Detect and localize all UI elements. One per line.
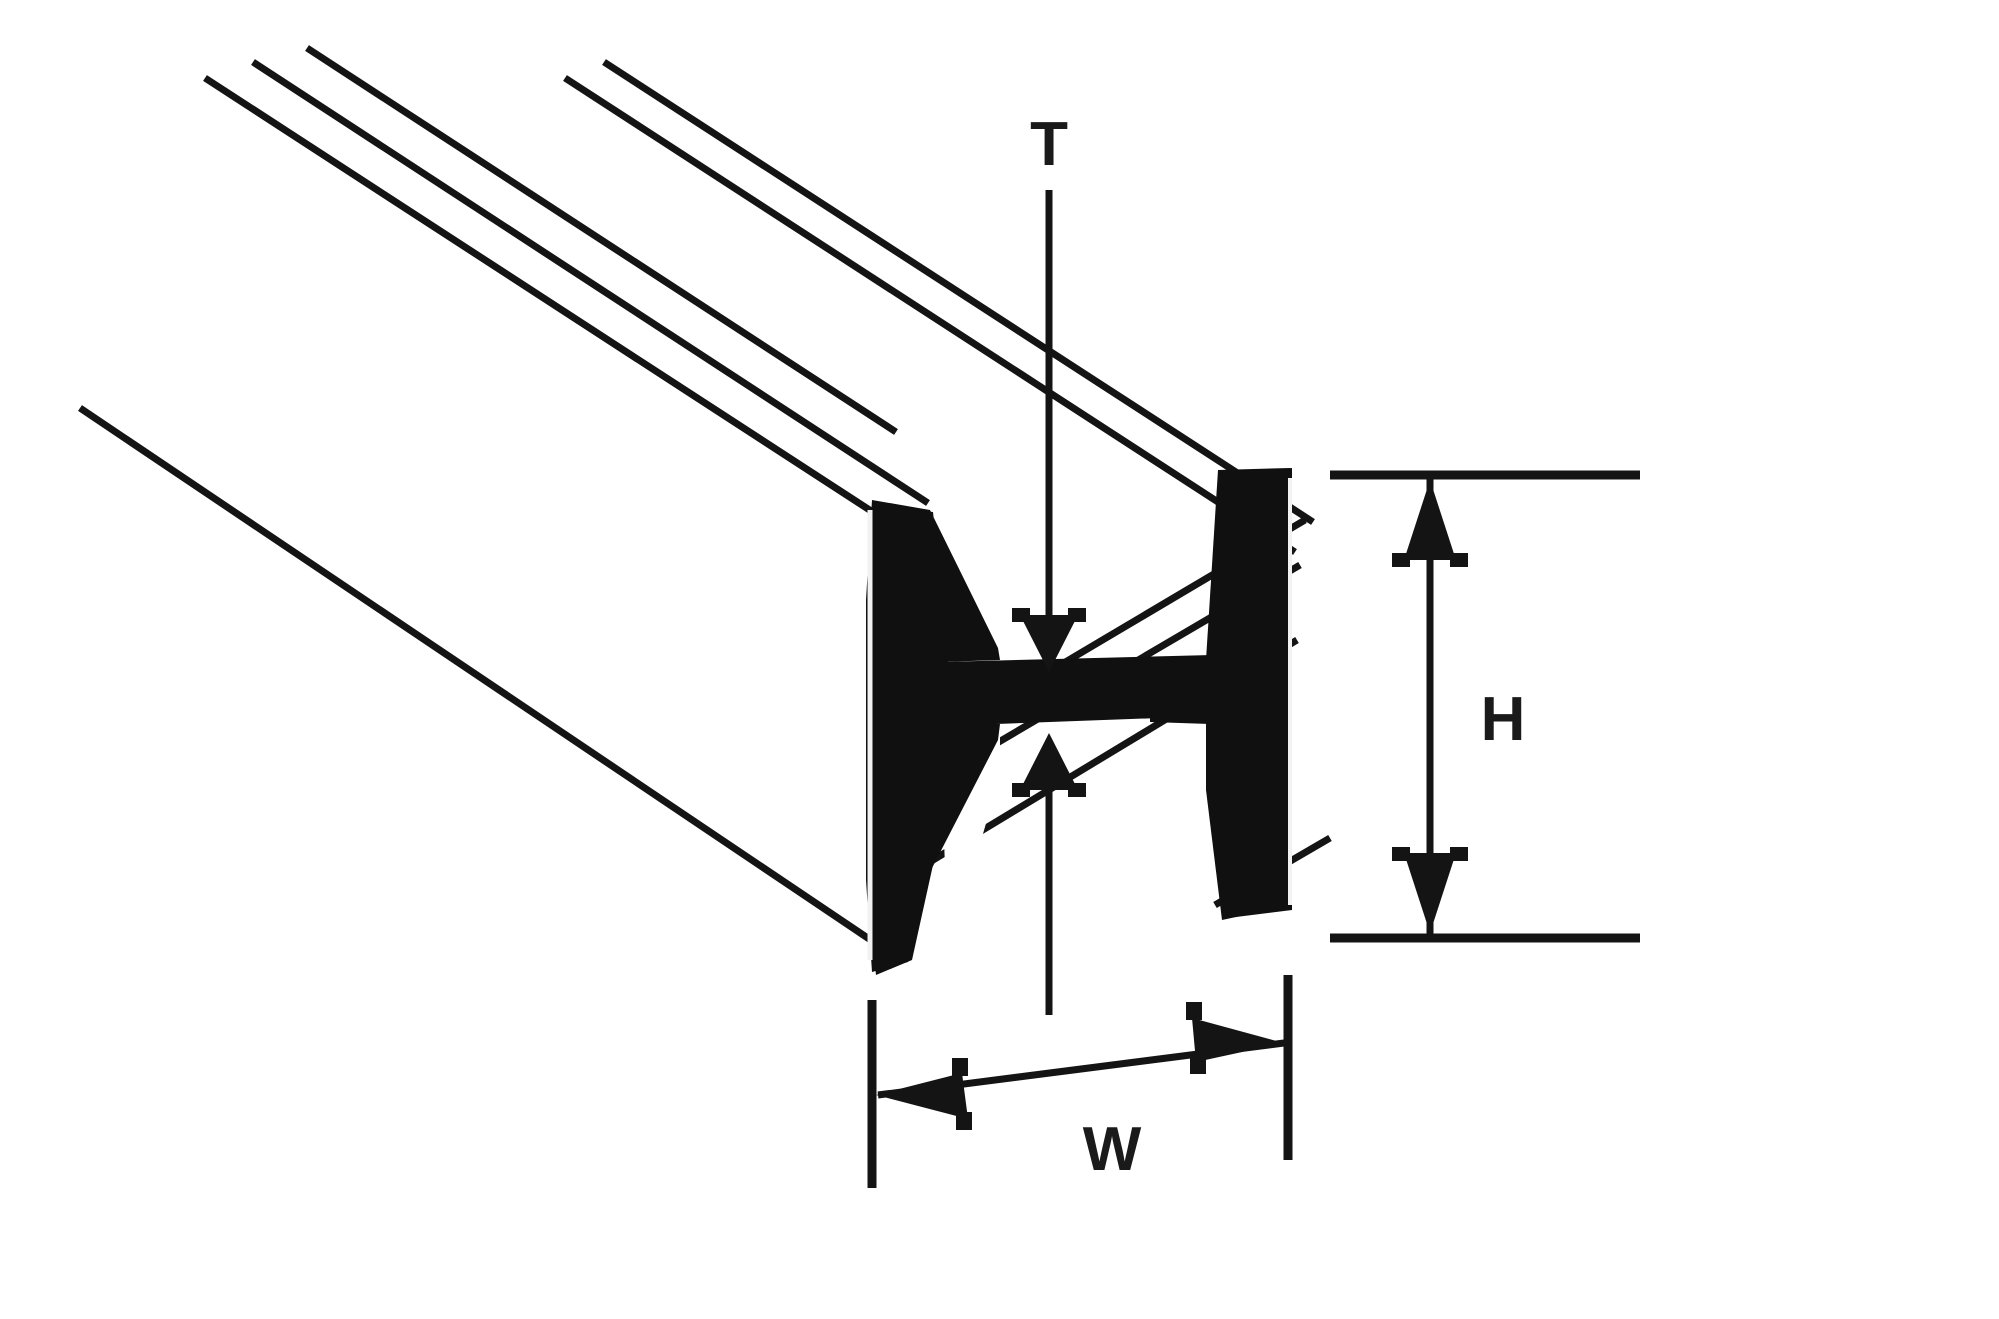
dimension-label-T: T bbox=[1030, 110, 1068, 179]
perspective-line-4 bbox=[563, 75, 1297, 555]
t-lower-arrow-wing-right bbox=[1068, 783, 1086, 797]
dimension-height-H bbox=[1330, 470, 1640, 943]
h-arrow-bottom-wing-right bbox=[1450, 847, 1468, 861]
perspective-line-3 bbox=[305, 45, 898, 435]
web-solid bbox=[940, 655, 1214, 726]
left-flange-solid bbox=[866, 500, 1000, 972]
perspective-line-5 bbox=[602, 59, 1315, 525]
perspective-line-bottom bbox=[78, 405, 895, 958]
perspective-line-1 bbox=[203, 75, 907, 536]
w-arrow-left-wing-bottom bbox=[956, 1112, 972, 1130]
h-profile-silhouette bbox=[866, 468, 1292, 972]
w-arrow-left-wing-top bbox=[952, 1058, 968, 1076]
h-arrow-top-wing-left bbox=[1392, 553, 1410, 567]
dimension-thickness-T bbox=[1012, 190, 1086, 1015]
w-arrowhead-right bbox=[1192, 1018, 1284, 1062]
t-lower-arrow-wing-left bbox=[1012, 783, 1030, 797]
dimension-label-H: H bbox=[1481, 685, 1526, 754]
perspective-bottom-lines-group bbox=[78, 405, 895, 958]
w-arrow-right-wing-bottom bbox=[1190, 1056, 1206, 1074]
h-arrow-bottom-wing-left bbox=[1392, 847, 1410, 861]
w-arrow-right-wing-top bbox=[1186, 1002, 1202, 1020]
w-arrowhead-left bbox=[876, 1073, 968, 1119]
dimension-label-W: W bbox=[1083, 1115, 1142, 1184]
right-flange-solid bbox=[1150, 468, 1292, 918]
t-upper-arrow-wing-right bbox=[1068, 608, 1086, 622]
t-lower-arrowhead bbox=[1020, 733, 1078, 790]
perspective-line-2 bbox=[251, 59, 930, 506]
t-upper-arrowhead bbox=[1020, 615, 1078, 672]
t-upper-arrow-wing-left bbox=[1012, 608, 1030, 622]
perspective-top-lines-group bbox=[203, 45, 1315, 555]
h-arrowhead-bottom bbox=[1404, 853, 1456, 933]
h-arrow-top-wing-right bbox=[1450, 553, 1468, 567]
h-arrowhead-top bbox=[1404, 480, 1456, 560]
dimension-width-W bbox=[867, 975, 1293, 1188]
